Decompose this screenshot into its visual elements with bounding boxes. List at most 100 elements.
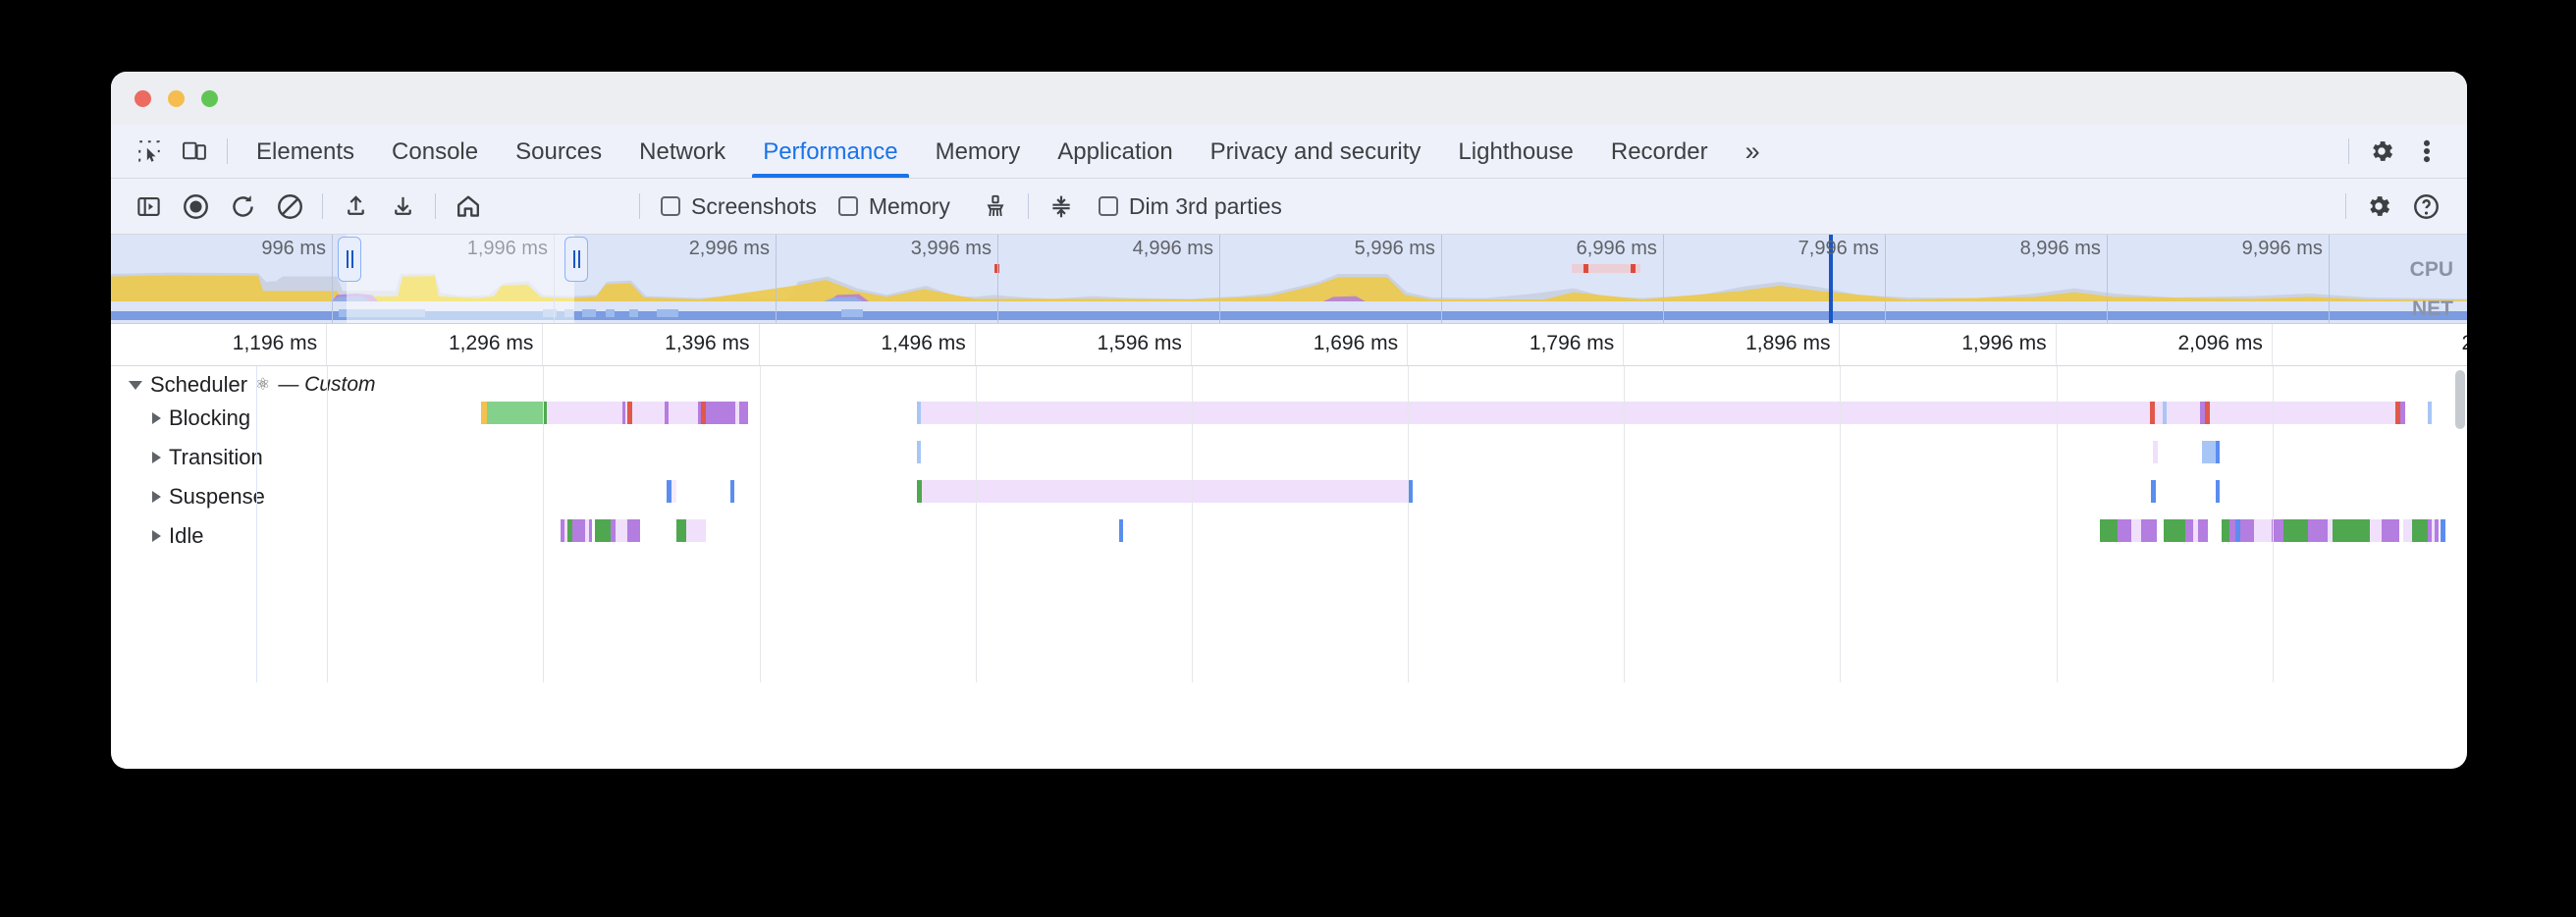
flame-segment[interactable] xyxy=(2441,519,2446,542)
flame-segment[interactable] xyxy=(2200,402,2206,424)
toggle-sidebar-button[interactable] xyxy=(125,187,172,226)
flame-segment[interactable] xyxy=(917,480,923,503)
device-toolbar-icon[interactable] xyxy=(172,133,217,170)
flame-segment[interactable] xyxy=(2253,519,2272,542)
flame-segment[interactable] xyxy=(1408,480,1413,503)
flame-segment[interactable] xyxy=(2222,519,2227,542)
flame-segment[interactable] xyxy=(2328,519,2334,542)
screenshots-checkbox[interactable]: Screenshots xyxy=(661,193,817,220)
flame-segment[interactable] xyxy=(671,480,677,503)
tab-lighthouse[interactable]: Lighthouse xyxy=(1458,137,1574,165)
tab-memory[interactable]: Memory xyxy=(935,137,1021,165)
flame-segment[interactable] xyxy=(543,402,548,424)
tab-recorder[interactable]: Recorder xyxy=(1610,137,1708,165)
flame-segment[interactable] xyxy=(921,402,2150,424)
flame-segment[interactable] xyxy=(1119,519,1124,542)
flame-segment[interactable] xyxy=(2435,519,2440,542)
flame-segment[interactable] xyxy=(2369,519,2382,542)
flame-segment[interactable] xyxy=(2394,402,2400,424)
flame-segment[interactable] xyxy=(680,519,687,542)
flame-segment[interactable] xyxy=(922,480,1409,503)
flame-segment[interactable] xyxy=(2229,519,2235,542)
cpu-throttle-icon[interactable] xyxy=(1038,187,1085,226)
chevron-right-icon[interactable] xyxy=(152,530,161,542)
flame-segment[interactable] xyxy=(547,402,622,424)
flame-segment[interactable] xyxy=(2402,519,2413,542)
dim-3rd-parties-checkbox[interactable]: Dim 3rd parties xyxy=(1098,193,1282,220)
flame-segment[interactable] xyxy=(686,519,706,542)
flame-segment[interactable] xyxy=(2193,519,2199,542)
flame-segment[interactable] xyxy=(621,402,625,424)
flame-segment[interactable] xyxy=(624,402,627,424)
memory-checkbox[interactable]: Memory xyxy=(837,193,950,220)
flame-segment[interactable] xyxy=(2234,519,2240,542)
selection-right-handle[interactable] xyxy=(564,237,588,282)
flame-segment[interactable] xyxy=(667,480,672,503)
flame-segment[interactable] xyxy=(572,519,585,542)
flame-segment[interactable] xyxy=(2216,441,2221,463)
flame-segment[interactable] xyxy=(2185,519,2194,542)
flame-segment[interactable] xyxy=(2150,480,2156,503)
flame-segment[interactable] xyxy=(2216,480,2221,503)
timeline-overview[interactable]: 996 ms1,996 ms2,996 ms3,996 ms4,996 ms5,… xyxy=(111,235,2467,324)
flame-segment[interactable] xyxy=(2149,402,2155,424)
flame-segment[interactable] xyxy=(2271,519,2283,542)
flame-segment[interactable] xyxy=(486,402,544,424)
flame-segment[interactable] xyxy=(2152,441,2158,463)
flame-segment[interactable] xyxy=(480,402,487,424)
record-button[interactable] xyxy=(172,187,219,226)
tab-network[interactable]: Network xyxy=(639,137,726,165)
track-label-suspense[interactable]: Suspense xyxy=(152,484,265,510)
track-label-idle[interactable]: Idle xyxy=(152,523,203,549)
flame-segment[interactable] xyxy=(2333,519,2370,542)
flame-segment[interactable] xyxy=(594,519,599,542)
record-and-reload-button[interactable] xyxy=(219,187,266,226)
flame-segment[interactable] xyxy=(2412,519,2429,542)
upload-profile-button[interactable] xyxy=(332,187,379,226)
garbage-collect-icon[interactable] xyxy=(972,187,1019,226)
overview-selection-window[interactable] xyxy=(347,235,574,323)
flame-segment[interactable] xyxy=(698,402,701,424)
tab-sources[interactable]: Sources xyxy=(515,137,603,165)
home-button[interactable] xyxy=(445,187,492,226)
settings-gear-icon[interactable] xyxy=(2359,133,2404,170)
flame-segment[interactable] xyxy=(626,519,641,542)
chevron-right-icon[interactable] xyxy=(152,491,161,503)
flame-segment[interactable] xyxy=(2130,519,2141,542)
flame-segment[interactable] xyxy=(2308,519,2329,542)
flame-segment[interactable] xyxy=(2226,519,2229,542)
tab-performance[interactable]: Performance xyxy=(744,126,916,178)
flame-segment[interactable] xyxy=(564,519,568,542)
flame-segment[interactable] xyxy=(561,519,565,542)
flame-segment[interactable] xyxy=(2432,519,2436,542)
flame-segment[interactable] xyxy=(626,402,632,424)
capture-settings-gear-icon[interactable] xyxy=(2355,187,2402,226)
download-profile-button[interactable] xyxy=(379,187,426,226)
minimize-window-button[interactable] xyxy=(168,90,185,107)
track-label-transition[interactable]: Transition xyxy=(152,445,263,470)
clear-button[interactable] xyxy=(266,187,313,226)
flame-segment[interactable] xyxy=(2154,402,2163,424)
tab-application[interactable]: Application xyxy=(1057,137,1173,165)
flame-segment[interactable] xyxy=(2399,402,2405,424)
flame-segment[interactable] xyxy=(2210,402,2405,424)
flame-segment[interactable] xyxy=(734,402,739,424)
more-tabs-icon[interactable]: » xyxy=(1744,135,1760,166)
flame-segment[interactable] xyxy=(598,519,611,542)
flame-segment[interactable] xyxy=(2428,519,2433,542)
flame-chart[interactable]: Scheduler ⚛ — Custom Blocking Transition… xyxy=(111,366,2467,682)
maximize-window-button[interactable] xyxy=(201,90,218,107)
flame-segment[interactable] xyxy=(2140,519,2157,542)
flame-segment[interactable] xyxy=(2163,519,2186,542)
track-group-scheduler[interactable]: Scheduler ⚛ — Custom xyxy=(129,372,376,398)
flame-segment[interactable] xyxy=(2100,519,2118,542)
flame-segment[interactable] xyxy=(2381,519,2399,542)
flame-segment[interactable] xyxy=(738,402,748,424)
chevron-right-icon[interactable] xyxy=(152,452,161,463)
selection-left-handle[interactable] xyxy=(338,237,361,282)
flame-segment[interactable] xyxy=(711,402,735,424)
chevron-right-icon[interactable] xyxy=(152,412,161,424)
flame-segment[interactable] xyxy=(705,402,712,424)
flame-segment[interactable] xyxy=(610,519,616,542)
flame-segment[interactable] xyxy=(669,402,698,424)
